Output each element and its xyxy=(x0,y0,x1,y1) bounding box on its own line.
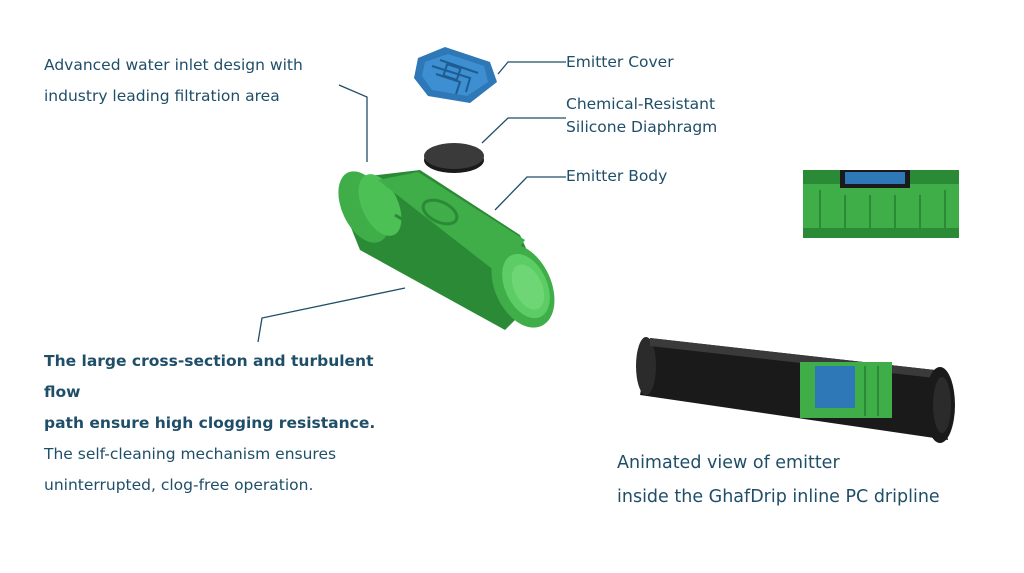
diaphragm-line-1: Chemical-Resistant xyxy=(566,95,716,113)
emitter-cover-label: Emitter Cover xyxy=(566,53,674,71)
inlet-line-1: Advanced water inlet design with xyxy=(44,56,303,74)
leader-line-clog xyxy=(257,287,406,343)
cross-section-illustration xyxy=(803,170,959,238)
emitter-cover-illustration xyxy=(414,47,497,103)
leader-lines xyxy=(257,61,566,343)
clog-line-2: path ensure high clogging resistance. xyxy=(44,414,376,432)
inlet-design-text: Advanced water inlet design with industr… xyxy=(44,50,357,112)
emitter-body-label: Emitter Body xyxy=(566,167,668,185)
leader-line-body xyxy=(494,176,566,211)
clog-line-1: The large cross-section and turbulent fl… xyxy=(44,352,374,401)
clogging-resistance-text: The large cross-section and turbulent fl… xyxy=(44,346,406,501)
animated-line-2: inside the GhafDrip inline PC dripline xyxy=(617,487,940,507)
diaphragm-label: Chemical-Resistant Silicone Diaphragm xyxy=(566,93,717,139)
diaphragm-illustration xyxy=(424,143,484,173)
dripline-illustration xyxy=(636,337,955,443)
self-clean-line-2: uninterrupted, clog-free operation. xyxy=(44,476,314,494)
self-clean-line-1: The self-cleaning mechanism ensures xyxy=(44,445,337,463)
diaphragm-line-2: Silicone Diaphragm xyxy=(566,118,718,136)
leader-line-inlet xyxy=(338,84,368,162)
emitter-body-illustration xyxy=(338,170,555,330)
animated-line-1: Animated view of emitter xyxy=(617,453,840,473)
inlet-line-2: industry leading filtration area xyxy=(44,87,280,105)
leader-line-diaphragm xyxy=(481,117,566,144)
leader-line-cover xyxy=(497,61,566,75)
animated-view-caption: Animated view of emitter inside the Ghaf… xyxy=(617,446,940,514)
